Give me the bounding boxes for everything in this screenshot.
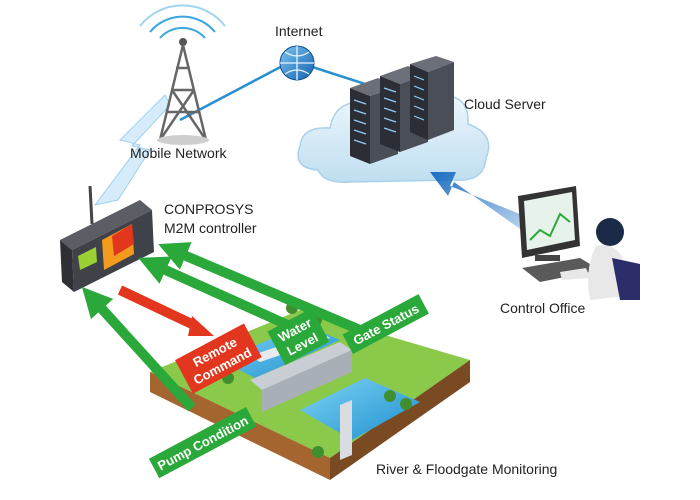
server-rack-icon: [350, 56, 454, 164]
signal-arrows: [81, 242, 362, 412]
command-arrow: [117, 285, 214, 336]
m2m-controller-icon: [60, 185, 154, 292]
globe-icon: [279, 45, 315, 81]
wireless-bolt-icon: [93, 94, 171, 206]
office-to-cloud-arrow: [430, 172, 540, 236]
control-office-label: Control Office: [500, 300, 586, 316]
internet-label: Internet: [275, 23, 323, 39]
svg-text:Pump Condition: Pump Condition: [155, 413, 251, 473]
mobile-network-label: Mobile Network: [130, 145, 227, 161]
water-level-tag: Water Level: [267, 308, 330, 366]
controller-label-line2: M2M controller: [164, 220, 257, 236]
site-label: River & Floodgate Monitoring: [376, 461, 557, 477]
control-office-workstation-icon: [518, 186, 640, 300]
cloud-server-label: Cloud Server: [464, 96, 546, 112]
controller-label-line1: CONPROSYS: [164, 201, 253, 217]
cell-tower-icon: [139, 4, 226, 145]
